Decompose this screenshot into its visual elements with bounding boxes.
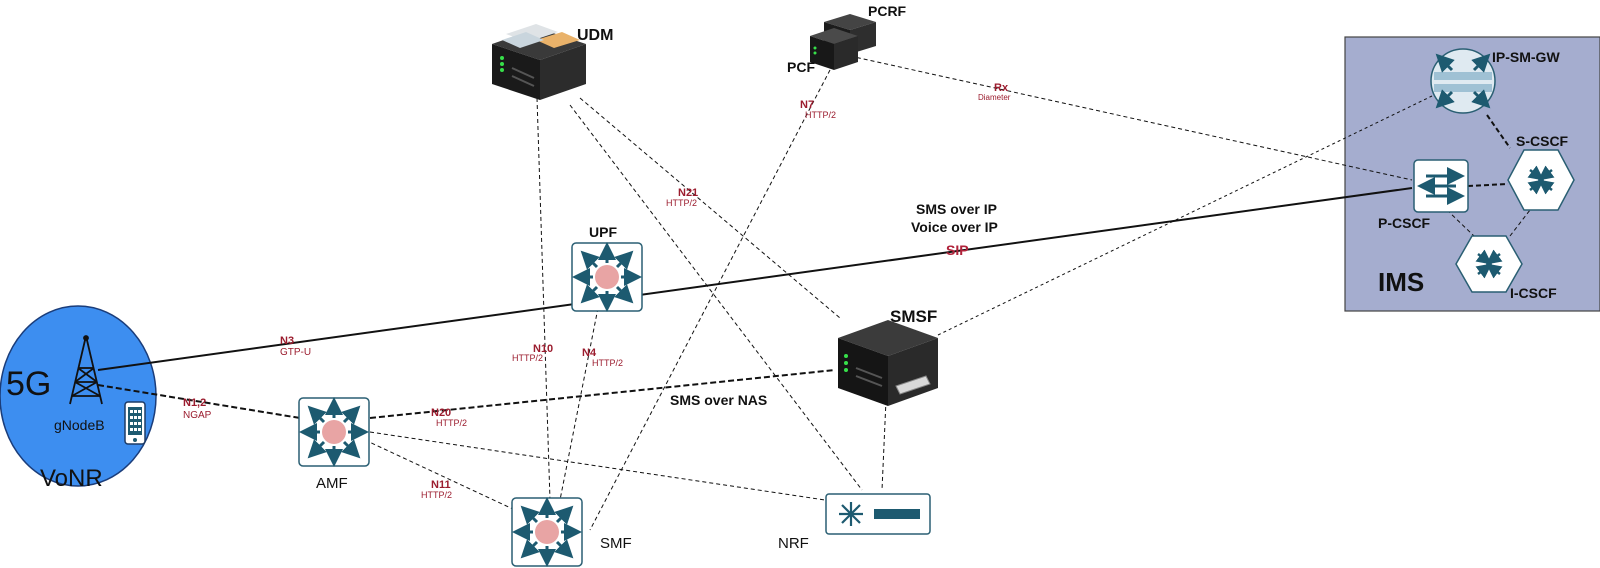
rx-label: Rx [994,82,1009,94]
link-n20 [369,369,836,419]
i-cscf-router-icon[interactable] [1455,235,1523,293]
link-udm-nrf [569,104,863,491]
link-ipsmgw-scscf [1486,114,1511,149]
link-n7 [589,69,831,531]
amf-router-icon[interactable] [298,397,370,467]
s-cscf-label: S-CSCF [1516,133,1569,149]
n10-label: N10 [533,343,553,355]
sms-over-ip-label: SMS over IP [916,201,997,217]
n3-proto: GTP-U [280,347,311,358]
p-cscf-switch-icon[interactable] [1413,159,1469,213]
five-g-label: 5G [6,365,51,403]
n1n2-proto: NGAP [183,410,212,421]
nrf-label: NRF [778,535,809,552]
i-cscf-label: I-CSCF [1510,285,1557,301]
n11-label: N11 [431,479,451,491]
link-smsf-nrf [881,399,887,491]
upf-label: UPF [589,224,617,240]
n7-proto: HTTP/2 [805,110,836,120]
pcrf-server-icon[interactable] [810,14,876,70]
ip-sm-gw-label: IP-SM-GW [1492,49,1560,65]
n20-label: N20 [431,407,451,419]
rx-proto: Diameter [978,93,1011,102]
smsf-server-icon[interactable] [838,320,938,406]
link-n3-sip [97,187,1413,371]
n4-label: N4 [582,347,597,359]
link-pcscf-scscf [1467,183,1509,187]
n1n2-label: N1,2 [183,397,206,409]
n11-proto: HTTP/2 [421,490,452,500]
smf-router-icon[interactable] [511,497,583,567]
n21-label: N21 [678,187,698,199]
phone-icon [124,401,146,445]
gnodeb-tower-icon[interactable] [69,335,103,405]
pcf-label: PCF [787,59,815,75]
links [97,55,1531,531]
upf-router-icon[interactable] [571,242,643,312]
vonr-label: VoNR [40,465,103,492]
pcrf-label: PCRF [868,3,907,19]
link-smsf-ipsmgw [937,95,1433,336]
link-icscf-scscf [1509,209,1531,237]
n20-proto: HTTP/2 [436,418,467,428]
n3-label: N3 [280,335,294,347]
sms-over-nas-label: SMS over NAS [670,392,767,408]
gnodeb-label: gNodeB [54,417,105,433]
link-n4 [559,307,599,501]
sip-label: SIP [946,242,969,258]
amf-label: AMF [316,475,348,492]
voice-over-ip-label: Voice over IP [911,219,998,235]
nrf-appliance-icon[interactable] [825,493,931,535]
n4-proto: HTTP/2 [592,358,623,368]
link-pcscf-icscf [1446,209,1475,237]
link-rx [849,55,1413,181]
p-cscf-label: P-CSCF [1378,215,1431,231]
n7-label: N7 [800,99,814,111]
udm-server-icon[interactable] [492,24,586,100]
link-n10 [536,97,551,501]
n21-proto: HTTP/2 [666,198,697,208]
udm-label: UDM [577,27,613,44]
ims-label: IMS [1378,267,1424,297]
link-n21 [579,97,841,319]
smsf-label: SMSF [890,307,937,326]
ip-sm-gw-router-icon[interactable] [1430,48,1496,114]
n10-proto: HTTP/2 [512,353,543,363]
smf-label: SMF [600,535,632,552]
link-n1n2 [97,384,301,419]
s-cscf-router-icon[interactable] [1507,149,1575,211]
